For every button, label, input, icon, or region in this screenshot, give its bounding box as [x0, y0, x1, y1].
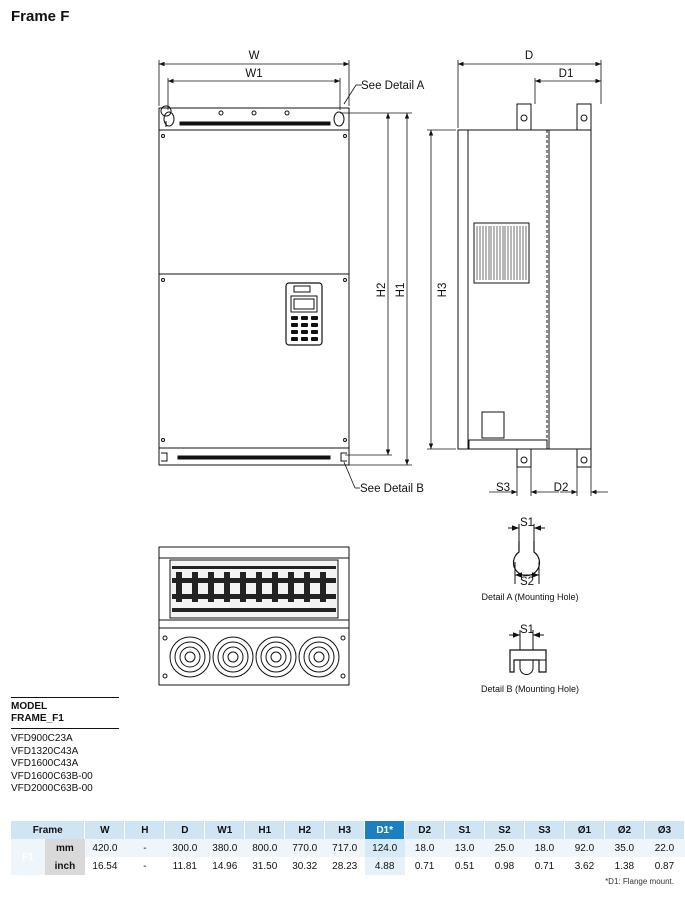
table-cell: 35.0: [604, 839, 645, 857]
dim-label-d2: D2: [554, 482, 569, 494]
table-header: S2: [484, 821, 525, 839]
table-cell: 22.0: [644, 839, 685, 857]
detail-a-s2-label: S2: [520, 576, 534, 588]
front-dimensions: [158, 60, 412, 489]
dim-label-w1: W1: [245, 68, 262, 80]
table-header: Ø1: [564, 821, 605, 839]
dim-label-w: W: [249, 50, 260, 62]
model-header-line1: MODEL: [11, 701, 48, 712]
table-header: H3: [324, 821, 366, 839]
table-header: S1: [444, 821, 486, 839]
model-header-line2: FRAME_F1: [11, 713, 64, 724]
unit-cell: mm: [44, 839, 85, 857]
front-view: [158, 105, 350, 466]
detail-b-s1-label: S1: [520, 624, 534, 636]
model-item: VFD1600C63B-00: [11, 770, 93, 782]
dim-label-h3: H3: [437, 283, 449, 298]
table-header-highlight: D1*: [364, 821, 406, 839]
table-row: F1 mm 420.0 - 300.0 380.0 800.0 770.0 71…: [11, 839, 685, 875]
model-header: MODEL FRAME_F1: [11, 697, 119, 729]
table-cell: 13.0: [444, 839, 485, 857]
table-cell: 300.0: [164, 839, 205, 857]
table-cell: 28.23: [324, 857, 365, 875]
dim-label-s3: S3: [496, 482, 510, 494]
detail-a-drawing: [508, 524, 545, 584]
model-item: VFD1600C43A: [11, 758, 79, 770]
model-item: VFD2000C63B-00: [11, 783, 93, 795]
table-header: D: [164, 821, 206, 839]
table-cell: 0.98: [484, 857, 525, 875]
table-header: Frame: [11, 821, 86, 839]
table-cell: 800.0: [244, 839, 285, 857]
dim-label-h1: H1: [395, 283, 407, 298]
dim-label-d: D: [525, 50, 533, 62]
detail-a-s1-label: S1: [520, 517, 534, 529]
table-cell: 770.0: [284, 839, 325, 857]
table-header: H1: [244, 821, 286, 839]
table-cell: 1.38: [604, 857, 645, 875]
footnote: *D1: Flange mount.: [605, 877, 674, 886]
table-header: S3: [524, 821, 565, 839]
dimension-table: Frame W H D W1 H1 H2 H3 D1* D2 S1 S2 S3 …: [11, 821, 685, 875]
frame-cell: F1: [11, 839, 45, 875]
table-cell: -: [124, 857, 165, 875]
table-cell: 25.0: [484, 839, 525, 857]
table-header: H: [124, 821, 166, 839]
model-item: VFD900C23A: [11, 733, 73, 744]
table-cell: 16.54: [84, 857, 125, 875]
table-cell: 0.51: [444, 857, 485, 875]
dim-label-d1: D1: [559, 68, 574, 80]
see-detail-a-label: See Detail A: [361, 80, 425, 92]
table-cell: 18.0: [524, 839, 565, 857]
table-header: D2: [404, 821, 446, 839]
see-detail-b-label: See Detail B: [360, 483, 424, 495]
table-cell: 3.62: [564, 857, 605, 875]
table-cell: 30.32: [284, 857, 325, 875]
table-header: H2: [284, 821, 326, 839]
table-cell: 0.71: [404, 857, 445, 875]
detail-b-drawing: [509, 630, 547, 675]
table-cell: 14.96: [204, 857, 245, 875]
table-header-row: Frame W H D W1 H1 H2 H3 D1* D2 S1 S2 S3 …: [11, 821, 685, 839]
side-view: [457, 103, 592, 468]
model-list: VFD900C23A VFD1320C43A VFD1600C43A VFD16…: [11, 729, 119, 796]
table-cell: 380.0: [204, 839, 245, 857]
table-cell: 0.87: [644, 857, 685, 875]
detail-b-caption: Detail B (Mounting Hole): [481, 684, 579, 694]
table-cell: 0.71: [524, 857, 565, 875]
table-cell: -: [124, 839, 165, 857]
table-header: Ø3: [644, 821, 685, 839]
table-cell-highlight: 4.88: [364, 857, 405, 875]
table-cell: 717.0: [324, 839, 365, 857]
dim-label-h2: H2: [376, 283, 388, 298]
table-header: W: [84, 821, 126, 839]
table-cell-highlight: 124.0: [364, 839, 405, 857]
detail-a-caption: Detail A (Mounting Hole): [481, 592, 578, 602]
side-dimensions: [427, 60, 608, 496]
page-title: Frame F: [11, 8, 70, 25]
model-item: VFD1320C43A: [11, 745, 79, 757]
table-cell: 92.0: [564, 839, 605, 857]
table-cell: 18.0: [404, 839, 445, 857]
model-list-block: MODEL FRAME_F1 VFD900C23A VFD1320C43A VF…: [11, 697, 119, 796]
table-cell: 31.50: [244, 857, 285, 875]
technical-drawing: W W1 See Detail A See Detail B H2 H1: [158, 50, 608, 694]
bottom-view: [158, 546, 350, 686]
table-header: W1: [204, 821, 246, 839]
table-cell: 420.0: [84, 839, 125, 857]
unit-cell: inch: [44, 857, 85, 875]
table-cell: 11.81: [164, 857, 205, 875]
table-row: inch 16.54 - 11.81 14.96 31.50 30.32 28.…: [11, 857, 685, 875]
table-header: Ø2: [604, 821, 645, 839]
